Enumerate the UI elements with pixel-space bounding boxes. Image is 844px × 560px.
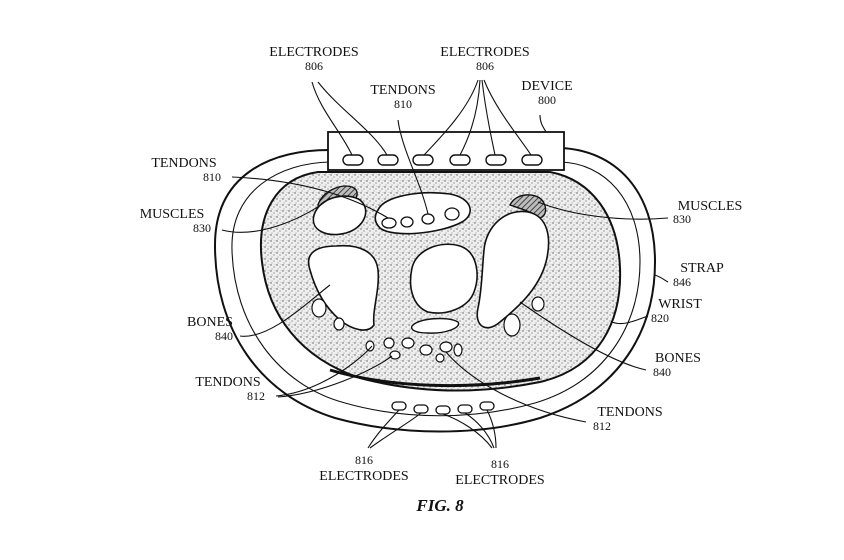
- svg-text:TENDONS: TENDONS: [151, 156, 216, 171]
- bone-left-upper: [312, 195, 367, 236]
- label-tendons-812-left: TENDONS 812: [195, 375, 265, 403]
- tendon-812: [383, 337, 395, 349]
- tendons-810: [381, 207, 460, 229]
- electrode-806: [521, 154, 543, 166]
- label-electrodes-816-left: 816 ELECTRODES: [319, 453, 408, 484]
- tendon-810: [421, 213, 435, 225]
- structure: [531, 296, 545, 312]
- label-electrodes-816-right: 816 ELECTRODES: [455, 457, 544, 488]
- electrode-806: [485, 154, 507, 166]
- svg-text:DEVICE: DEVICE: [521, 79, 572, 94]
- bone-center: [409, 243, 478, 314]
- structure: [503, 313, 521, 337]
- electrode-816: [413, 404, 429, 414]
- label-device-800: DEVICE 800: [521, 79, 572, 107]
- label-muscles-830-right: MUSCLES 830: [673, 199, 742, 226]
- tendon-812: [439, 341, 453, 353]
- svg-text:ELECTRODES: ELECTRODES: [455, 473, 544, 488]
- tendon-812: [365, 340, 375, 352]
- wrist-lower-edge: [329, 368, 541, 388]
- leader-lines: [221, 79, 669, 449]
- label-strap-846: STRAP 846: [673, 261, 724, 289]
- label-bones-840-right: BONES 840: [653, 351, 701, 379]
- electrode-816: [391, 401, 407, 411]
- svg-text:812: 812: [247, 389, 265, 403]
- electrode-806: [449, 154, 471, 166]
- tendon-812: [389, 350, 401, 360]
- electrode-816: [457, 404, 473, 414]
- svg-text:816: 816: [355, 453, 373, 467]
- svg-text:806: 806: [476, 59, 494, 73]
- tendon-812: [453, 343, 463, 357]
- electrode-816: [479, 401, 495, 411]
- device-electrodes-806: [342, 154, 543, 166]
- svg-text:MUSCLES: MUSCLES: [678, 199, 743, 214]
- bone-left-large: [307, 244, 380, 331]
- svg-text:800: 800: [538, 93, 556, 107]
- label-tendons-810-top: TENDONS 810: [370, 83, 435, 111]
- svg-text:830: 830: [673, 212, 691, 226]
- label-tendons-810-left: TENDONS 810: [151, 156, 221, 184]
- tendon-810: [381, 217, 397, 229]
- tendon-812: [435, 353, 445, 363]
- svg-text:TENDONS: TENDONS: [597, 405, 662, 420]
- muscle-right: [509, 194, 547, 219]
- svg-text:ELECTRODES: ELECTRODES: [440, 45, 529, 60]
- strap-outer-outline: [213, 146, 657, 433]
- svg-text:MUSCLES: MUSCLES: [140, 207, 205, 222]
- svg-text:820: 820: [651, 311, 669, 325]
- label-electrodes-806-right: ELECTRODES 806: [440, 45, 529, 73]
- svg-text:BONES: BONES: [655, 351, 701, 366]
- electrode-816: [435, 405, 451, 415]
- tendon-810: [444, 207, 460, 221]
- label-tendons-812-right: TENDONS 812: [593, 405, 663, 433]
- electrode-806: [412, 154, 434, 166]
- svg-text:846: 846: [673, 275, 691, 289]
- tendon-812: [401, 337, 415, 349]
- strap-electrodes-816: [391, 401, 495, 415]
- svg-text:840: 840: [653, 365, 671, 379]
- svg-text:TENDONS: TENDONS: [370, 83, 435, 98]
- label-electrodes-806-left: ELECTRODES 806: [269, 45, 358, 73]
- svg-text:806: 806: [305, 59, 323, 73]
- bone-lower-flat: [410, 317, 460, 334]
- electrode-806: [342, 154, 364, 166]
- label-bones-840-left: BONES 840: [187, 315, 233, 343]
- label-wrist-820: WRIST 820: [651, 297, 702, 325]
- svg-text:ELECTRODES: ELECTRODES: [269, 45, 358, 60]
- small-structures: [311, 296, 545, 337]
- bone-right-long: [476, 210, 550, 329]
- svg-text:810: 810: [394, 97, 412, 111]
- svg-text:810: 810: [203, 170, 221, 184]
- svg-text:816: 816: [491, 457, 509, 471]
- svg-text:830: 830: [193, 221, 211, 235]
- svg-text:812: 812: [593, 419, 611, 433]
- svg-text:TENDONS: TENDONS: [195, 375, 260, 390]
- svg-text:WRIST: WRIST: [658, 297, 702, 312]
- figure-caption: FIG. 8: [415, 496, 464, 515]
- label-muscles-830-left: MUSCLES 830: [140, 207, 211, 235]
- electrode-806: [377, 154, 399, 166]
- tendon-812: [419, 344, 433, 356]
- svg-text:840: 840: [215, 329, 233, 343]
- svg-text:BONES: BONES: [187, 315, 233, 330]
- tendon-sheath-810: [374, 191, 471, 235]
- svg-text:ELECTRODES: ELECTRODES: [319, 469, 408, 484]
- structure: [311, 298, 327, 318]
- tendon-810: [400, 216, 414, 228]
- structure: [333, 317, 345, 331]
- svg-text:STRAP: STRAP: [680, 261, 724, 276]
